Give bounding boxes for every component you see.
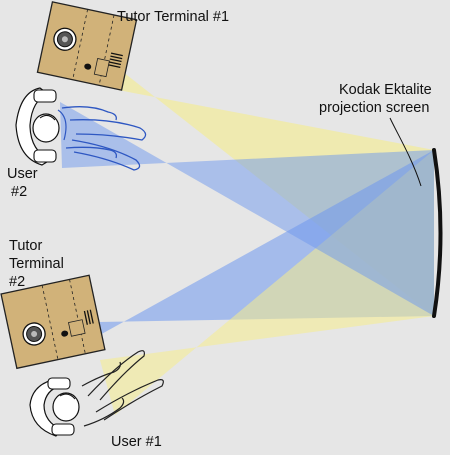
- user-2-head: [32, 113, 60, 143]
- label-user-2-line2: #2: [11, 184, 27, 200]
- tutor-terminal-1: [36, 1, 138, 91]
- label-user-1: User #1: [111, 434, 162, 450]
- screen-callout-line: [389, 117, 422, 187]
- terminal-1-vent-icon: [108, 52, 123, 69]
- tutor-terminal-2: [0, 274, 106, 370]
- label-tutor-terminal-2-line1: Tutor: [9, 238, 42, 254]
- reflection-to-user-1-beam: [100, 150, 434, 415]
- user-1-figure: [29, 350, 164, 437]
- label-tutor-terminal-2-line3: #2: [9, 274, 25, 290]
- user-2-figure: [15, 87, 147, 171]
- label-tutor-terminal-2-line2: Terminal: [9, 256, 64, 272]
- label-tutor-terminal-1: Tutor Terminal #1: [117, 9, 229, 25]
- terminal-2-vent-icon: [83, 309, 94, 325]
- projection-screen: [432, 148, 443, 318]
- label-user-2-line1: User: [7, 166, 38, 182]
- label-screen-line1: Kodak Ektalite: [339, 82, 432, 98]
- user-1-head: [52, 392, 80, 422]
- label-screen-line2: projection screen: [319, 100, 429, 116]
- reflection-to-user-2-beam: [60, 102, 434, 316]
